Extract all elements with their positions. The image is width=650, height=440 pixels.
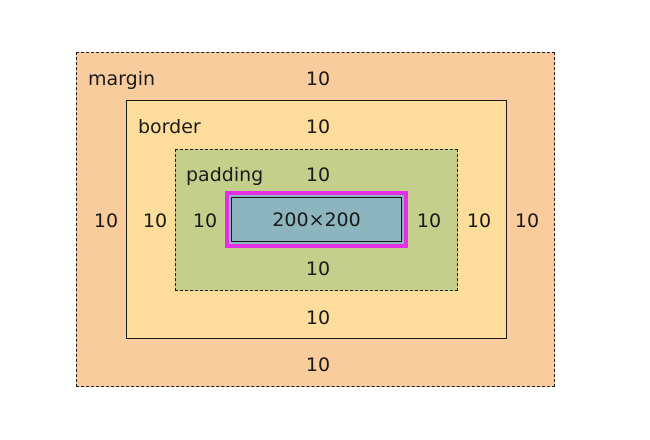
border-right-value[interactable]: 10 <box>466 210 492 232</box>
padding-left-value[interactable]: 10 <box>192 210 218 232</box>
padding-bottom-value[interactable]: 10 <box>305 258 331 280</box>
border-left-value[interactable]: 10 <box>142 210 168 232</box>
margin-left-value[interactable]: 10 <box>93 210 119 232</box>
padding-top-value[interactable]: 10 <box>305 164 331 186</box>
padding-right-value[interactable]: 10 <box>416 210 442 232</box>
content-size-label: 200×200 <box>272 208 361 231</box>
content-box-outline <box>231 197 402 242</box>
margin-bottom-value[interactable]: 10 <box>305 354 331 376</box>
content-box[interactable]: 200×200 <box>225 191 408 248</box>
padding-label: padding <box>186 164 264 186</box>
margin-right-value[interactable]: 10 <box>514 210 540 232</box>
margin-label: margin <box>88 68 156 90</box>
border-bottom-value[interactable]: 10 <box>305 307 331 329</box>
margin-top-value[interactable]: 10 <box>305 68 331 90</box>
border-label: border <box>138 116 201 138</box>
border-top-value[interactable]: 10 <box>305 116 331 138</box>
